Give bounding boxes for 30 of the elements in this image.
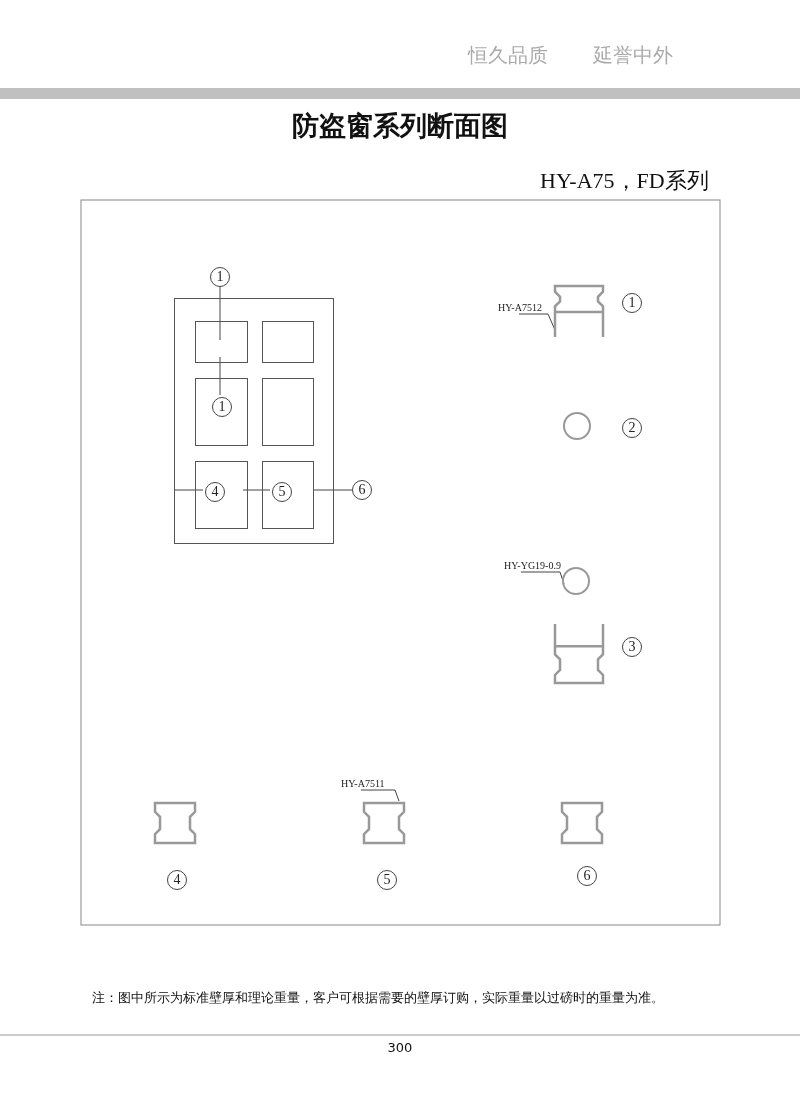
profile-code-label: HY-A7512 — [498, 302, 548, 314]
leader-line — [219, 356, 221, 396]
window-pane — [262, 321, 314, 363]
slogan-text: 延誉中外 — [593, 42, 673, 69]
note-text: 注：图中所示为标准壁厚和理论重量，客户可根据需要的壁厚订购，实际重量以过磅时的重量为准。 — [92, 990, 664, 1007]
profile-code-label: HY-A7511 — [341, 778, 395, 790]
leader-line — [242, 489, 271, 491]
profile-drawing — [361, 800, 407, 846]
window-pane — [195, 378, 248, 446]
leader-line — [518, 313, 556, 331]
window-frame — [174, 298, 334, 544]
window-pane — [195, 321, 248, 363]
leader-line — [173, 489, 204, 491]
leader-line — [360, 789, 400, 802]
tube-profile-drawing — [563, 412, 591, 440]
leader-line — [312, 489, 353, 491]
window-pane — [195, 461, 248, 529]
window-pane — [262, 461, 314, 529]
profile-drawing — [559, 800, 605, 846]
profile-drawing — [152, 800, 198, 846]
window-pane — [262, 378, 314, 446]
tube-profile-drawing — [562, 567, 590, 595]
page-title: 防盗窗系列断面图 — [291, 109, 509, 143]
profile-code-label: HY-YG19-0.9 — [504, 560, 560, 572]
series-label: HY-A75，FD系列 — [540, 167, 709, 195]
profile-drawing — [552, 622, 606, 686]
leader-line — [219, 286, 221, 341]
slogan-text: 恒久品质 — [468, 42, 548, 69]
page-number: 300 — [386, 1040, 414, 1055]
profile-drawing — [552, 283, 606, 339]
